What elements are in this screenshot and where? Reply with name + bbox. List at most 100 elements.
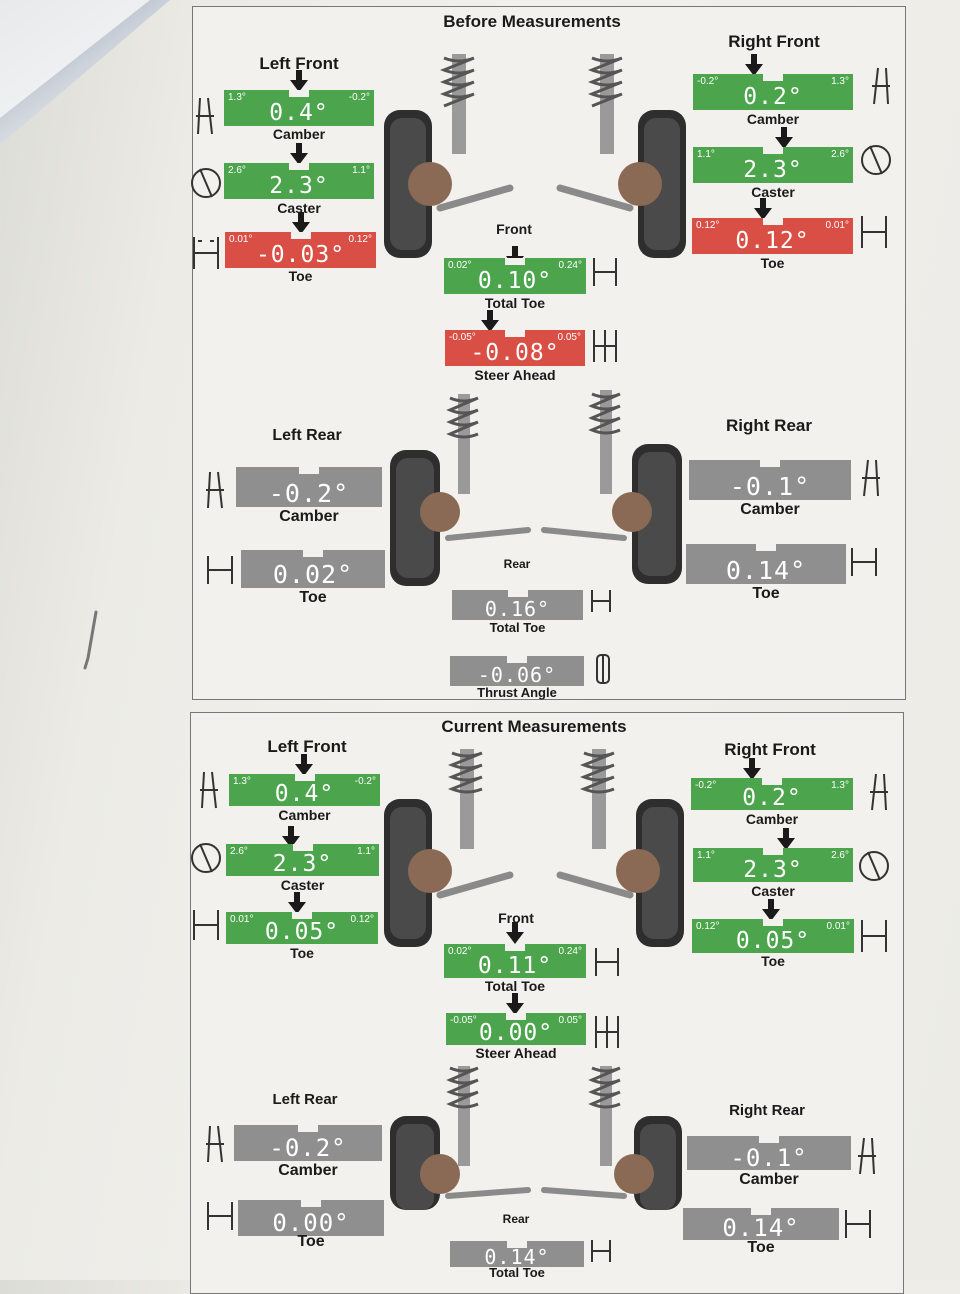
down-arrow-icon — [745, 54, 763, 76]
gauge-bar: 2.6° 1.1° 2.3° — [224, 163, 374, 199]
down-arrow-icon — [506, 922, 524, 944]
gauge-value: 0.14° — [722, 1214, 800, 1242]
before-lf-caster-gauge: 2.6° 1.1° 2.3° Caster — [224, 143, 374, 216]
gauge-bar: 0.14° — [686, 544, 846, 584]
camber-icon — [206, 1125, 224, 1163]
gauge-min: 1.1° — [697, 850, 715, 861]
gauge-bar: 1.1° 2.6° 2.3° — [693, 848, 853, 882]
down-arrow-icon — [481, 310, 499, 332]
camber-icon — [870, 773, 888, 811]
gauge-bar: -0.2° — [236, 467, 382, 507]
gauge-min: 0.12° — [696, 220, 720, 231]
current-lf-camber-gauge: 1.3° -0.2° 0.4° Camber — [229, 754, 380, 823]
gauge-bar: 1.3° -0.2° 0.4° — [224, 90, 374, 126]
gauge-label: Caster — [751, 883, 795, 899]
gauge-value: 0.2° — [743, 84, 803, 110]
gauge-bar: -0.06° — [450, 656, 584, 686]
before-rr-toe-gauge: 0.14° Toe — [686, 544, 846, 602]
down-arrow-icon — [775, 127, 793, 149]
gauge-max: 1.3° — [831, 780, 849, 791]
caster-icon — [191, 843, 221, 873]
total-toe-icon — [591, 590, 611, 612]
gauge-label: Camber — [278, 807, 331, 823]
gauge-label: Total Toe — [484, 295, 546, 311]
current-rr-camber-gauge: -0.1° Camber — [687, 1136, 851, 1188]
down-arrow-icon — [506, 993, 524, 1015]
current-left-rear-heading: Left Rear — [272, 1091, 338, 1108]
thrust-angle-icon — [596, 654, 610, 684]
gauge-label: Caster — [277, 200, 321, 216]
toe-icon — [861, 216, 887, 248]
gauge-bar: -0.05° 0.05° 0.00° — [446, 1013, 586, 1045]
gauge-max: 1.1° — [357, 846, 375, 857]
before-rf-caster-gauge: 1.1° 2.6° 2.3° Caster — [693, 127, 853, 200]
current-total-toe-gauge: 0.02° 0.24° 0.11° Total Toe — [444, 922, 586, 994]
down-arrow-icon — [288, 892, 306, 914]
gauge-label: Camber — [279, 508, 339, 525]
gauge-max: 0.12° — [350, 914, 374, 925]
gauge-value: 0.14° — [725, 556, 807, 585]
down-arrow-icon — [291, 212, 310, 234]
gauge-label: Total Toe — [489, 1265, 545, 1280]
gauge-max: 0.12° — [348, 234, 372, 245]
current-rear-total-toe-gauge: 0.14° Total Toe — [450, 1241, 584, 1280]
before-lr-toe-gauge: 0.02° Toe — [241, 550, 385, 606]
toe-icon — [851, 548, 877, 576]
toe-icon — [193, 237, 219, 269]
gauge-label: Steer Ahead — [475, 1045, 557, 1061]
current-right-rear-heading: Right Rear — [729, 1102, 805, 1119]
gauge-min: 0.01° — [230, 914, 254, 925]
current-rear-suspension-illustration — [390, 1066, 682, 1210]
camber-icon — [200, 771, 218, 809]
before-rear-suspension-illustration — [390, 390, 682, 586]
before-lr-camber-gauge: -0.2° Camber — [236, 467, 382, 525]
gauge-max: 0.01° — [825, 220, 849, 231]
down-arrow-icon — [762, 899, 780, 921]
before-lf-toe-gauge: 0.01° 0.12° -0.03° Toe — [225, 212, 376, 284]
gauge-value: 2.3° — [743, 857, 803, 883]
current-lr-toe-gauge: 0.00° Toe — [238, 1200, 384, 1250]
gauge-label: Steer Ahead — [474, 367, 556, 383]
toe-icon — [207, 1202, 233, 1230]
gauge-label: Camber — [746, 111, 800, 127]
total-toe-icon — [595, 948, 619, 976]
gauge-bar: 1.3° -0.2° 0.4° — [229, 774, 380, 806]
gauge-max: 1.1° — [352, 165, 370, 176]
down-arrow-icon — [754, 198, 772, 220]
before-title: Before Measurements — [443, 12, 621, 31]
before-front-suspension-illustration — [384, 54, 686, 258]
steer-ahead-icon — [595, 1016, 619, 1048]
gauge-label: Camber — [272, 126, 326, 142]
down-arrow-icon — [506, 246, 524, 268]
gauge-max: 0.05° — [557, 332, 581, 343]
current-rf-caster-gauge: 1.1° 2.6° 2.3° Caster — [693, 828, 853, 899]
gauge-label: Caster — [280, 877, 325, 893]
gauge-max: 0.24° — [558, 946, 582, 957]
gauge-bar: 0.02° 0.24° 0.10° — [444, 258, 586, 294]
gauge-max: -0.2° — [354, 776, 376, 787]
gauge-label: Total Toe — [489, 620, 546, 635]
before-total-toe-gauge: 0.02° 0.24° 0.10° Total Toe — [444, 246, 586, 311]
gauge-value: -0.03° — [255, 242, 346, 268]
gauge-value: 0.00° — [272, 1209, 350, 1237]
gauge-value: 0.4° — [269, 100, 329, 126]
gauge-min: -0.05° — [449, 332, 476, 343]
gauge-min: 0.02° — [448, 260, 472, 271]
before-rf-toe-gauge: 0.12° 0.01° 0.12° Toe — [692, 198, 853, 271]
gauge-value: -0.1° — [729, 472, 811, 501]
toe-icon — [207, 556, 233, 584]
gauge-min: 1.3° — [228, 92, 246, 103]
before-rear-total-toe-gauge: 0.16° Total Toe — [452, 590, 583, 635]
gauge-label: Caster — [751, 184, 795, 200]
gauge-value: 0.00° — [478, 1020, 554, 1046]
gauge-max: 0.05° — [558, 1015, 582, 1026]
gauge-value: 2.3° — [743, 157, 803, 183]
gauge-min: -0.2° — [695, 780, 717, 791]
gauge-label: Camber — [740, 501, 800, 518]
before-rear-label: Rear — [503, 557, 531, 571]
gauge-bar: 0.12° 0.01° 0.12° — [692, 218, 853, 254]
gauge-value: 0.4° — [274, 781, 335, 807]
current-rear-label: Rear — [502, 1212, 530, 1226]
down-arrow-icon — [282, 826, 300, 848]
gauge-bar: -0.05° 0.05° -0.08° — [445, 330, 585, 366]
